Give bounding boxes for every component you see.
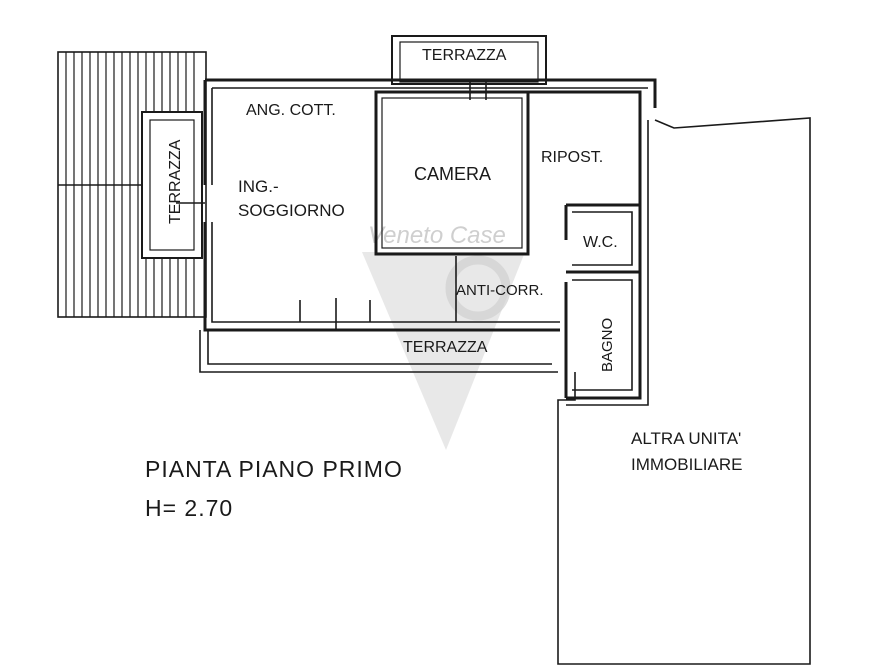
- label-anti-corr: ANTI-CORR.: [456, 282, 544, 299]
- label-immobiliare: IMMOBILIARE: [631, 455, 742, 474]
- apartment-walls: [176, 78, 657, 400]
- watermark-text: Veneto Case: [368, 222, 506, 249]
- left-terrace: [141, 111, 203, 259]
- label-ing: ING.-: [238, 177, 279, 196]
- other-unit-outline: [557, 117, 811, 665]
- ceiling-height: H= 2.70: [145, 495, 233, 521]
- watermark-v-shape: [362, 252, 525, 450]
- label-wc: W.C.: [583, 234, 618, 251]
- label-ripost: RIPOST.: [541, 149, 603, 166]
- label-terrazza-left: TERRAZZA: [167, 139, 184, 224]
- label-terrazza-bottom: TERRAZZA: [403, 339, 488, 356]
- label-ang-cott: ANG. COTT.: [246, 102, 336, 119]
- plan-title: PIANTA PIANO PRIMO: [145, 456, 403, 482]
- label-terrazza-top: TERRAZZA: [422, 47, 507, 64]
- watermark-c-shape: [445, 255, 511, 321]
- label-bagno: BAGNO: [599, 318, 616, 372]
- label-altra-unita: ALTRA UNITA': [631, 429, 741, 448]
- left-deck-hatching: [57, 51, 207, 318]
- watermark: Veneto Case: [362, 222, 525, 450]
- label-camera: CAMERA: [414, 164, 491, 184]
- top-terrace: [391, 35, 547, 85]
- label-soggiorno: SOGGIORNO: [238, 201, 345, 220]
